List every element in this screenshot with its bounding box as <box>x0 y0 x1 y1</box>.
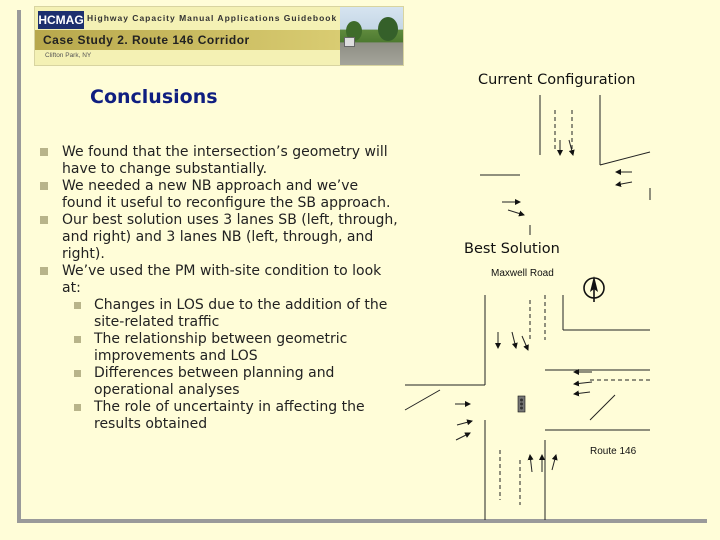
corridor-photo <box>340 7 403 65</box>
sub-list-item: The role of uncertainty in affecting the… <box>62 399 400 433</box>
sub-list-item: Changes in LOS due to the addition of th… <box>62 297 400 331</box>
photo-tree <box>378 17 398 41</box>
guidebook-title: Highway Capacity Manual Applications Gui… <box>87 13 338 23</box>
square-bullet-icon <box>40 148 48 156</box>
sub-bullet-text: The relationship between geometric impro… <box>94 331 348 364</box>
conclusions-list: We found that the intersection’s geometr… <box>40 144 400 433</box>
sub-list: Changes in LOS due to the addition of th… <box>62 297 400 433</box>
route-146-label: Route 146 <box>590 446 637 457</box>
photo-tree <box>346 21 362 41</box>
current-configuration-diagram <box>480 95 651 235</box>
slide-title: Conclusions <box>90 86 218 108</box>
sub-list-item: Differences between planning and operati… <box>62 365 400 399</box>
bullet-text: Our best solution uses 3 lanes SB (left,… <box>62 212 398 262</box>
list-item: Our best solution uses 3 lanes SB (left,… <box>40 212 400 263</box>
square-bullet-icon <box>40 267 48 275</box>
square-bullet-icon <box>74 336 81 343</box>
north-arrow-icon <box>583 276 605 302</box>
sub-bullet-text: The role of uncertainty in affecting the… <box>94 399 365 432</box>
slide-frame-left <box>17 10 21 523</box>
list-item: We needed a new NB approach and we’ve fo… <box>40 178 400 212</box>
hcmag-logo: HCMAG <box>38 11 84 29</box>
case-study-title: Case Study 2. Route 146 Corridor <box>43 33 250 47</box>
header-banner: HCMAG Highway Capacity Manual Applicatio… <box>34 6 404 66</box>
bullet-text: We’ve used the PM with-site condition to… <box>62 263 382 296</box>
square-bullet-icon <box>40 182 48 190</box>
square-bullet-icon <box>40 216 48 224</box>
sub-list-item: The relationship between geometric impro… <box>62 331 400 365</box>
square-bullet-icon <box>74 370 81 377</box>
square-bullet-icon <box>74 302 81 309</box>
banner-strip <box>35 30 340 50</box>
best-solution-heading: Best Solution <box>464 241 560 257</box>
best-solution-diagram <box>404 295 650 520</box>
traffic-signal-icon <box>517 395 526 413</box>
bullet-text: We found that the intersection’s geometr… <box>62 144 388 177</box>
photo-sign <box>344 37 355 47</box>
list-item: We’ve used the PM with-site condition to… <box>40 263 400 433</box>
slide-frame-bottom <box>17 519 707 523</box>
square-bullet-icon <box>74 404 81 411</box>
location-text: Clifton Park, NY <box>45 52 92 59</box>
current-configuration-heading: Current Configuration <box>478 72 636 88</box>
list-item: We found that the intersection’s geometr… <box>40 144 400 178</box>
sub-bullet-text: Differences between planning and operati… <box>94 365 335 398</box>
sub-bullet-text: Changes in LOS due to the addition of th… <box>94 297 388 330</box>
maxwell-road-label: Maxwell Road <box>491 268 554 279</box>
bullet-text: We needed a new NB approach and we’ve fo… <box>62 178 391 211</box>
